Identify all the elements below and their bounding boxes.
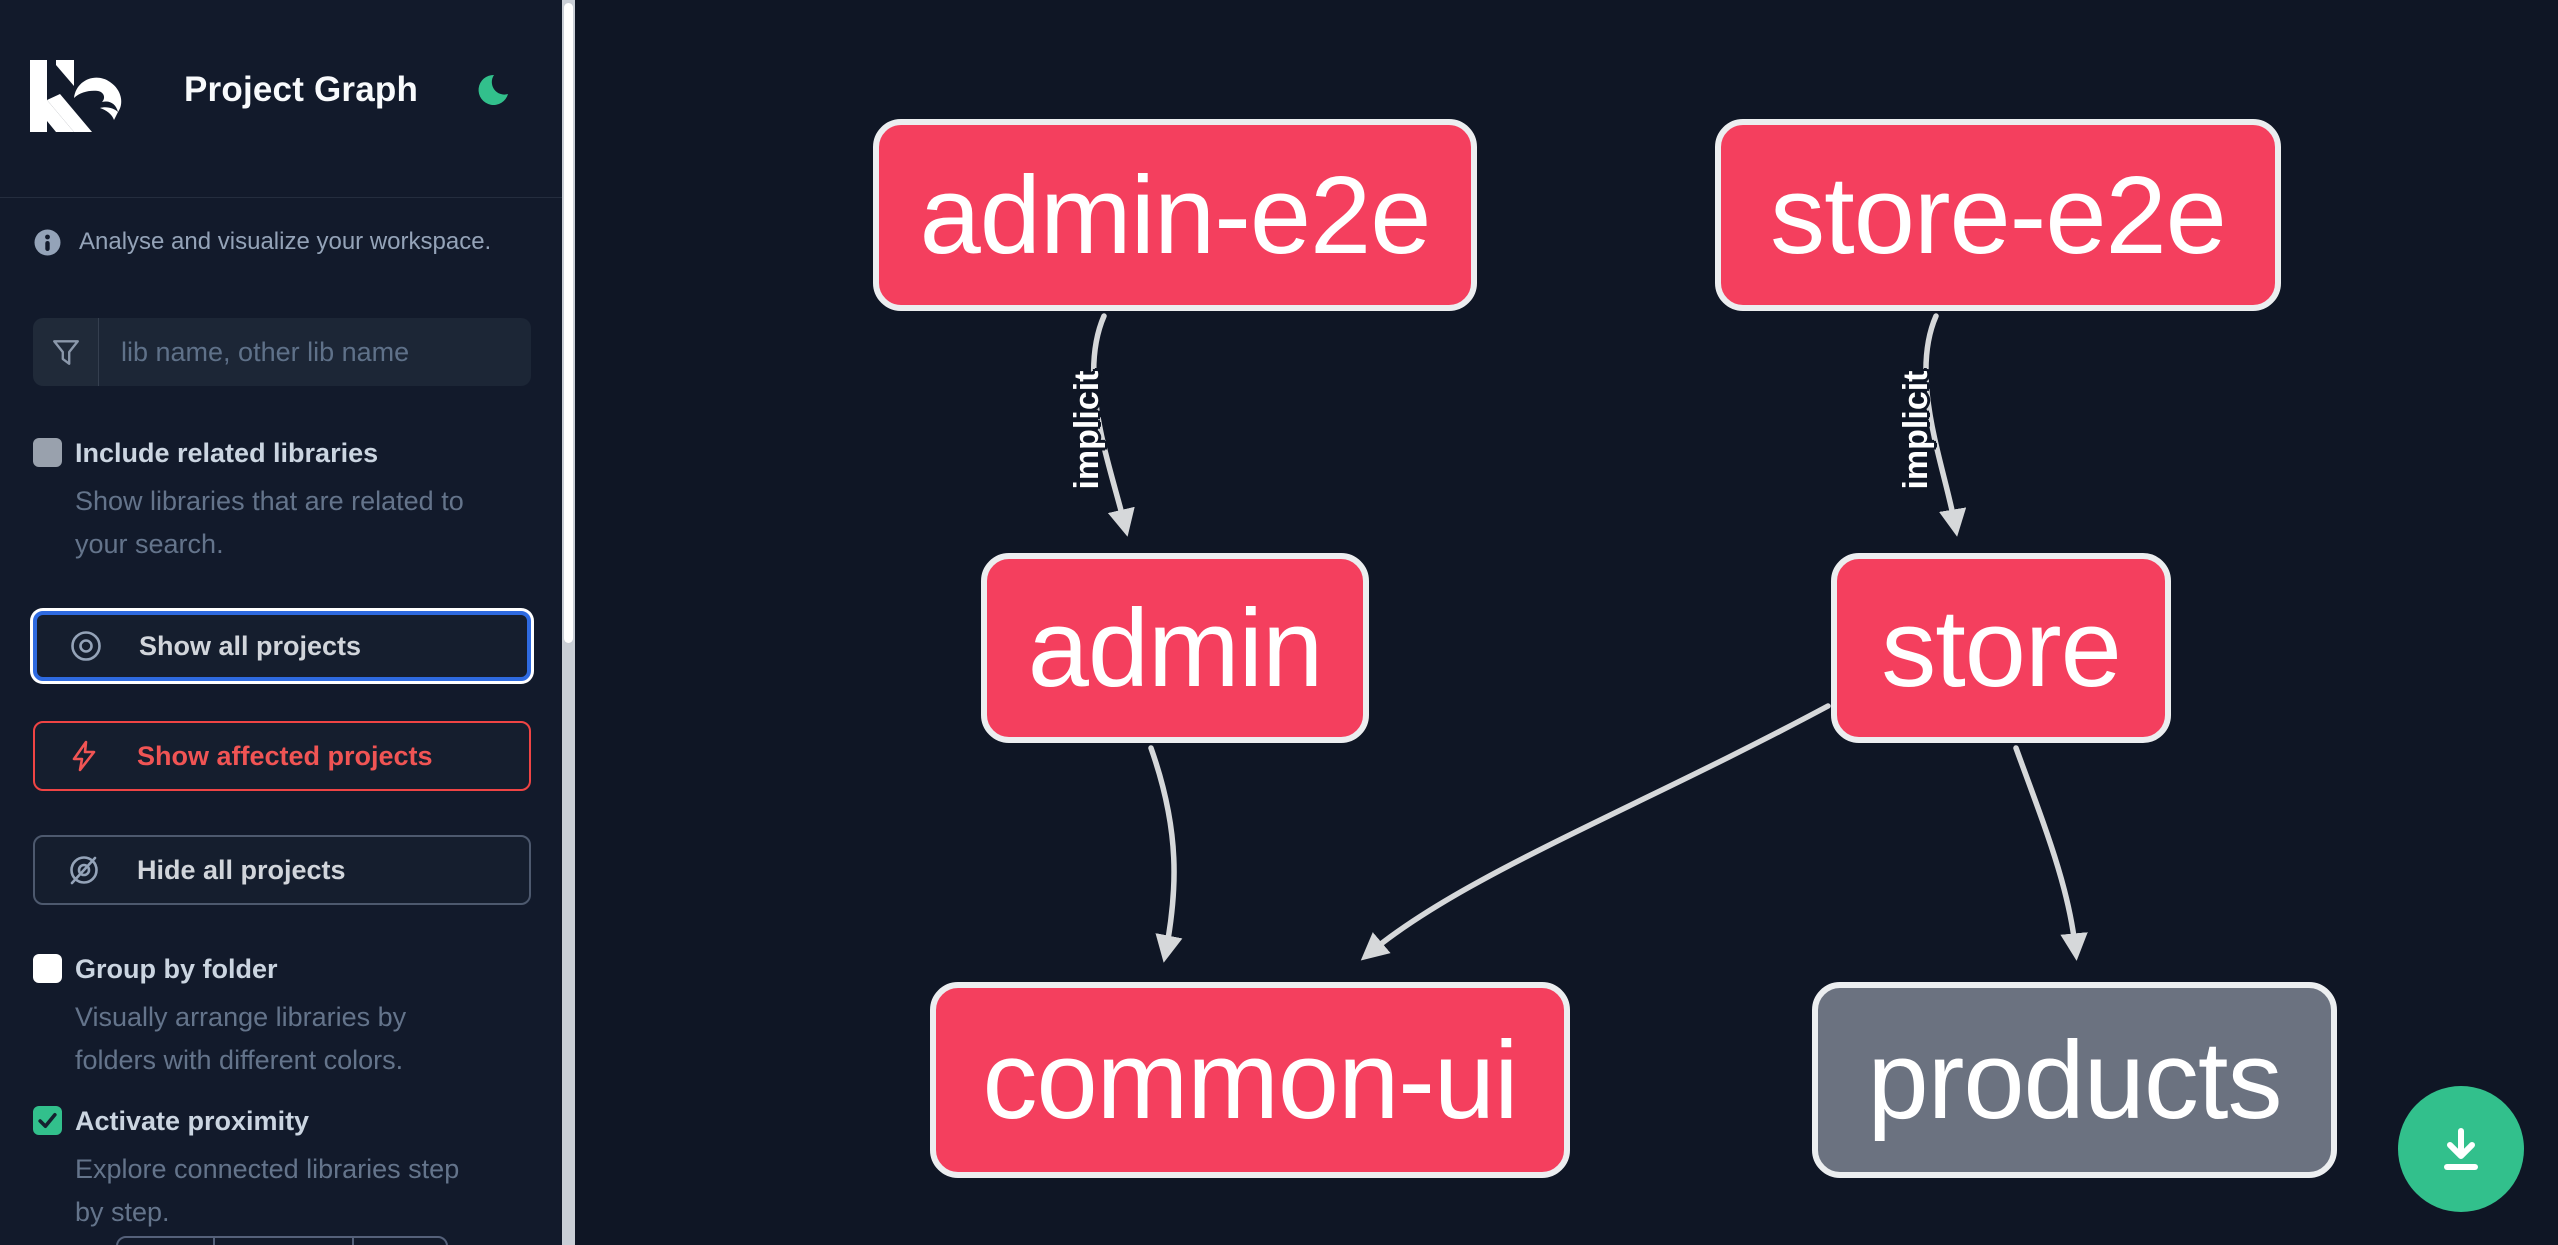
info-text: Analyse and visualize your workspace. bbox=[79, 228, 492, 255]
sidebar-header: Project Graph bbox=[0, 0, 562, 198]
download-image-button[interactable] bbox=[2398, 1086, 2524, 1212]
option-include-related-libraries[interactable]: Include related libraries Show libraries… bbox=[33, 436, 503, 566]
theme-toggle-button[interactable] bbox=[470, 72, 514, 112]
eye-icon bbox=[71, 631, 101, 661]
checkbox-include-related[interactable] bbox=[33, 438, 62, 467]
option-label: Include related libraries bbox=[75, 438, 379, 468]
info-banner: Analyse and visualize your workspace. bbox=[34, 228, 534, 256]
search-box bbox=[33, 318, 531, 386]
moon-icon bbox=[478, 74, 508, 105]
stepper-value bbox=[215, 1238, 354, 1245]
show-affected-projects-button[interactable]: Show affected projects bbox=[33, 721, 531, 791]
filter-funnel-icon bbox=[33, 318, 99, 386]
node-common-ui[interactable]: common-ui bbox=[930, 982, 1570, 1178]
download-icon bbox=[2444, 1128, 2478, 1170]
option-label: Group by folder bbox=[75, 954, 278, 984]
node-admin[interactable]: admin bbox=[981, 553, 1369, 743]
bolt-icon bbox=[72, 740, 96, 772]
option-activate-proximity[interactable]: Activate proximity Explore connected lib… bbox=[33, 1104, 503, 1234]
button-label: Hide all projects bbox=[137, 854, 346, 885]
checkbox-activate-proximity[interactable] bbox=[33, 1106, 62, 1135]
node-admin-e2e[interactable]: admin-e2e bbox=[873, 119, 1477, 311]
page-title: Project Graph bbox=[184, 70, 419, 109]
info-icon bbox=[34, 229, 61, 255]
node-store-e2e[interactable]: store-e2e bbox=[1715, 119, 2281, 311]
node-products[interactable]: products bbox=[1812, 982, 2337, 1178]
button-label: Show all projects bbox=[139, 630, 362, 661]
scrollbar-thumb[interactable] bbox=[564, 3, 573, 643]
checkbox-group-by-folder[interactable] bbox=[33, 954, 62, 983]
stepper-decrement[interactable] bbox=[118, 1238, 215, 1245]
button-label: Show affected projects bbox=[137, 740, 433, 771]
sidebar: Project Graph Analyse and visualize your… bbox=[0, 0, 562, 1245]
option-description: Explore connected libraries step by step… bbox=[75, 1154, 460, 1227]
option-description: Show libraries that are related to your … bbox=[75, 486, 464, 559]
check-icon bbox=[38, 1112, 57, 1129]
eye-off-icon bbox=[70, 856, 98, 885]
proximity-stepper-partial bbox=[116, 1236, 448, 1245]
option-group-by-folder[interactable]: Group by folder Visually arrange librari… bbox=[33, 952, 503, 1082]
stepper-increment[interactable] bbox=[354, 1238, 446, 1245]
option-description: Visually arrange libraries by folders wi… bbox=[75, 1002, 407, 1075]
sidebar-resize-handle[interactable] bbox=[562, 0, 575, 1245]
search-input[interactable] bbox=[99, 318, 531, 386]
node-store[interactable]: store bbox=[1831, 553, 2171, 743]
option-label: Activate proximity bbox=[75, 1106, 310, 1136]
hide-all-projects-button[interactable]: Hide all projects bbox=[33, 835, 531, 905]
nx-logo-icon bbox=[30, 60, 122, 132]
show-all-projects-button[interactable]: Show all projects bbox=[33, 611, 531, 681]
